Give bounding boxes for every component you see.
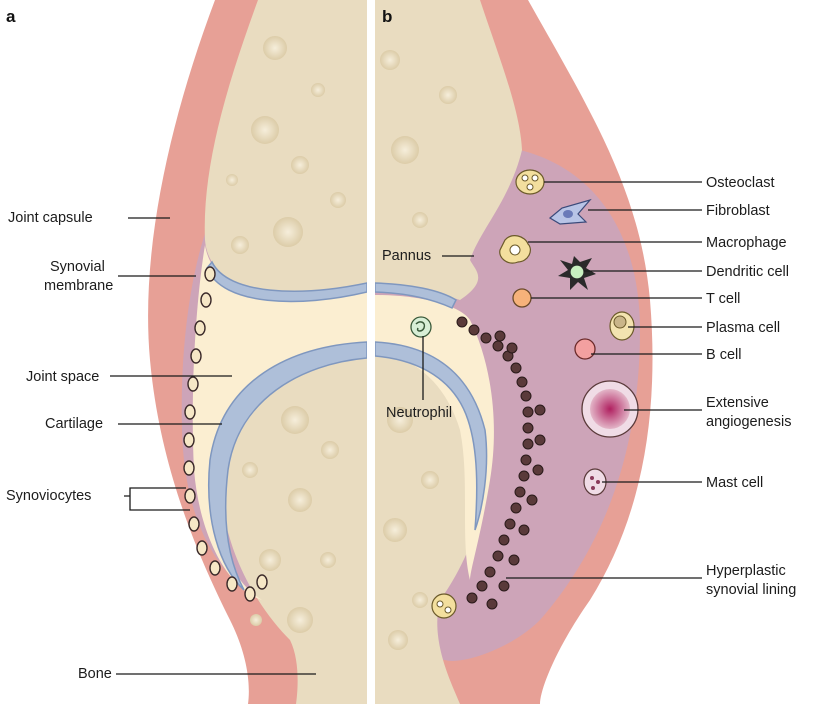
label-hyperplastic-line1: Hyperplastic [706,563,786,579]
label-synoviocytes: Synoviocytes [6,488,91,504]
label-angiogenesis-line1: Extensive [706,395,769,411]
osteoclast-erosion-cell [432,594,456,618]
plasma-cell [610,312,634,340]
label-dendritic-cell: Dendritic cell [706,264,789,280]
label-macrophage: Macrophage [706,235,787,251]
t-cell [513,289,531,307]
neutrophil-cell [411,317,431,337]
label-neutrophil: Neutrophil [386,405,452,421]
panel-label-b: b [382,7,392,26]
panel-divider [367,0,375,704]
label-synovial-membrane-line1: Synovial [50,259,105,275]
label-mast-cell: Mast cell [706,475,763,491]
label-cartilage: Cartilage [45,416,103,432]
panel-a-artwork [148,0,367,704]
angiogenesis-vessel [582,381,638,437]
label-angiogenesis-line2: angiogenesis [706,414,791,430]
label-plasma-cell: Plasma cell [706,320,780,336]
panel-b-artwork [375,0,653,704]
label-t-cell: T cell [706,291,740,307]
label-hyperplastic-line2: synovial lining [706,582,796,598]
label-fibroblast: Fibroblast [706,203,770,219]
label-synovial-membrane-line2: membrane [44,278,113,294]
label-bone: Bone [78,666,112,682]
b-cell [575,339,595,359]
label-pannus: Pannus [382,248,431,264]
label-osteoclast: Osteoclast [706,175,775,191]
label-joint-capsule: Joint capsule [8,210,93,226]
osteoclast-cell [516,170,544,194]
label-b-cell: B cell [706,347,741,363]
label-joint-space: Joint space [26,369,99,385]
panel-label-a: a [6,7,16,26]
